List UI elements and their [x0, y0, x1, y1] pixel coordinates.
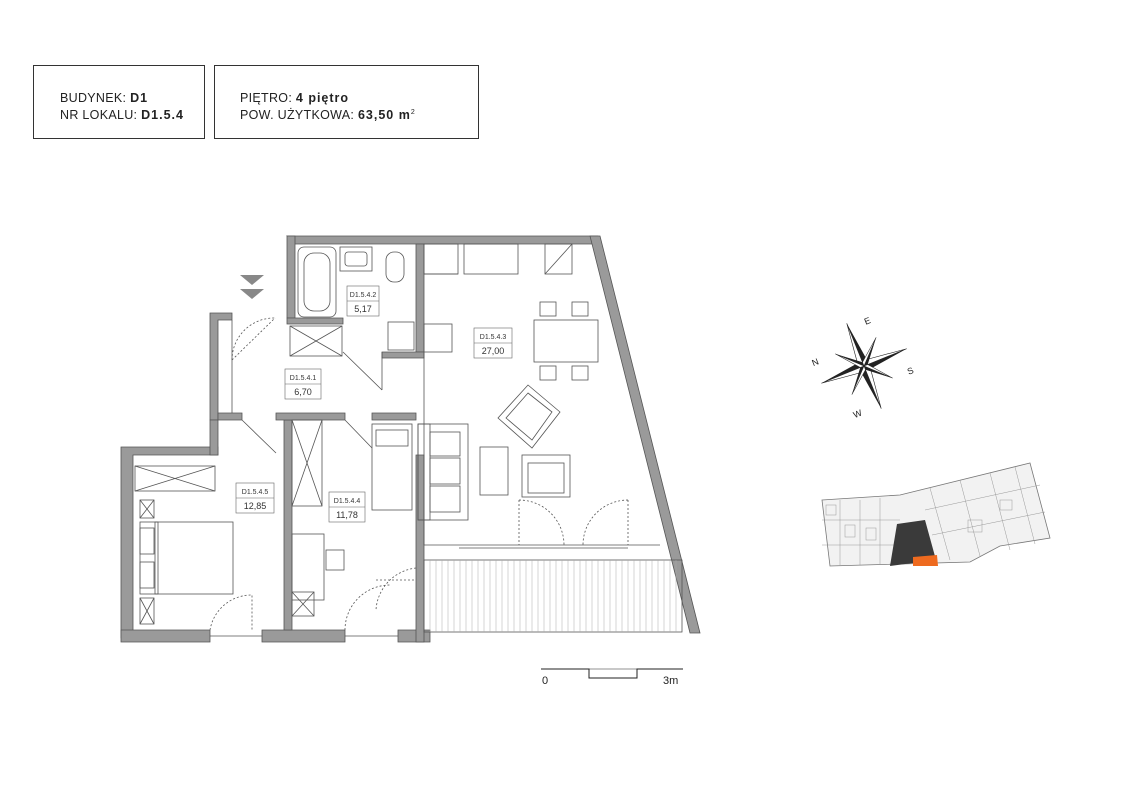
interior-lines [134, 273, 683, 637]
floor-line: PIĘTRO: 4 piętro [240, 91, 349, 105]
area-label: POW. UŻYTKOWA: [240, 108, 355, 122]
room-label-3: D1.5.4.3 27,00 [473, 327, 513, 359]
floor-value: 4 piętro [295, 91, 350, 105]
room-5-area: 12,85 [244, 501, 267, 511]
room-labels: D1.5.4.1 6,70 D1.5.4.2 5,17 D1.5.4.3 27,… [235, 285, 513, 523]
doors [209, 317, 629, 631]
room-label-5: D1.5.4.5 12,85 [235, 482, 275, 514]
walls [120, 235, 701, 643]
room-label-1: D1.5.4.1 6,70 [284, 368, 322, 400]
building-line: BUDYNEK: D1 [60, 91, 148, 105]
compass-s-label: S [906, 365, 915, 377]
building-value: D1 [130, 91, 149, 105]
building-label: BUDYNEK: [60, 91, 127, 105]
building-info-box: BUDYNEK: D1 NR LOKALU: D1.5.4 [33, 65, 205, 139]
scale-start: 0 [542, 675, 548, 687]
room-4-id: D1.5.4.4 [334, 498, 361, 505]
room-4-area: 11,78 [336, 510, 358, 520]
unit-line: NR LOKALU: D1.5.4 [60, 108, 184, 122]
room-1-area: 6,70 [294, 387, 312, 397]
unit-highlight [913, 555, 938, 566]
unit-value: D1.5.4 [141, 108, 184, 122]
entrance-arrow-icon [240, 275, 264, 299]
room-label-2: D1.5.4.2 5,17 [346, 285, 380, 317]
floor-label: PIĘTRO: [240, 91, 293, 105]
area-unit-sup: 2 [410, 108, 416, 116]
area-line: POW. UŻYTKOWA: 63,50 m2 [240, 108, 415, 122]
room-2-area: 5,17 [354, 304, 372, 314]
compass-n-label: N [810, 356, 820, 368]
fixtures [139, 243, 599, 625]
compass-rose-icon [821, 323, 907, 409]
room-3-id: D1.5.4.3 [480, 334, 507, 341]
room-2-id: D1.5.4.2 [350, 292, 377, 299]
room-5-id: D1.5.4.5 [242, 489, 269, 496]
scale-bar: 0 3m [541, 668, 683, 687]
unit-label: NR LOKALU: [60, 108, 138, 122]
room-label-4: D1.5.4.4 11,78 [328, 491, 366, 523]
scale-end: 3m [663, 675, 678, 687]
room-1-id: D1.5.4.1 [290, 375, 317, 382]
compass-w-label: W [852, 407, 864, 420]
area-value: 63,50 m [357, 108, 411, 122]
room-3-area: 27,00 [482, 346, 505, 356]
key-plan [821, 462, 1051, 567]
compass-e-label: E [863, 315, 872, 327]
floor-info-box: PIĘTRO: 4 piętro POW. UŻYTKOWA: 63,50 m2 [214, 65, 479, 139]
